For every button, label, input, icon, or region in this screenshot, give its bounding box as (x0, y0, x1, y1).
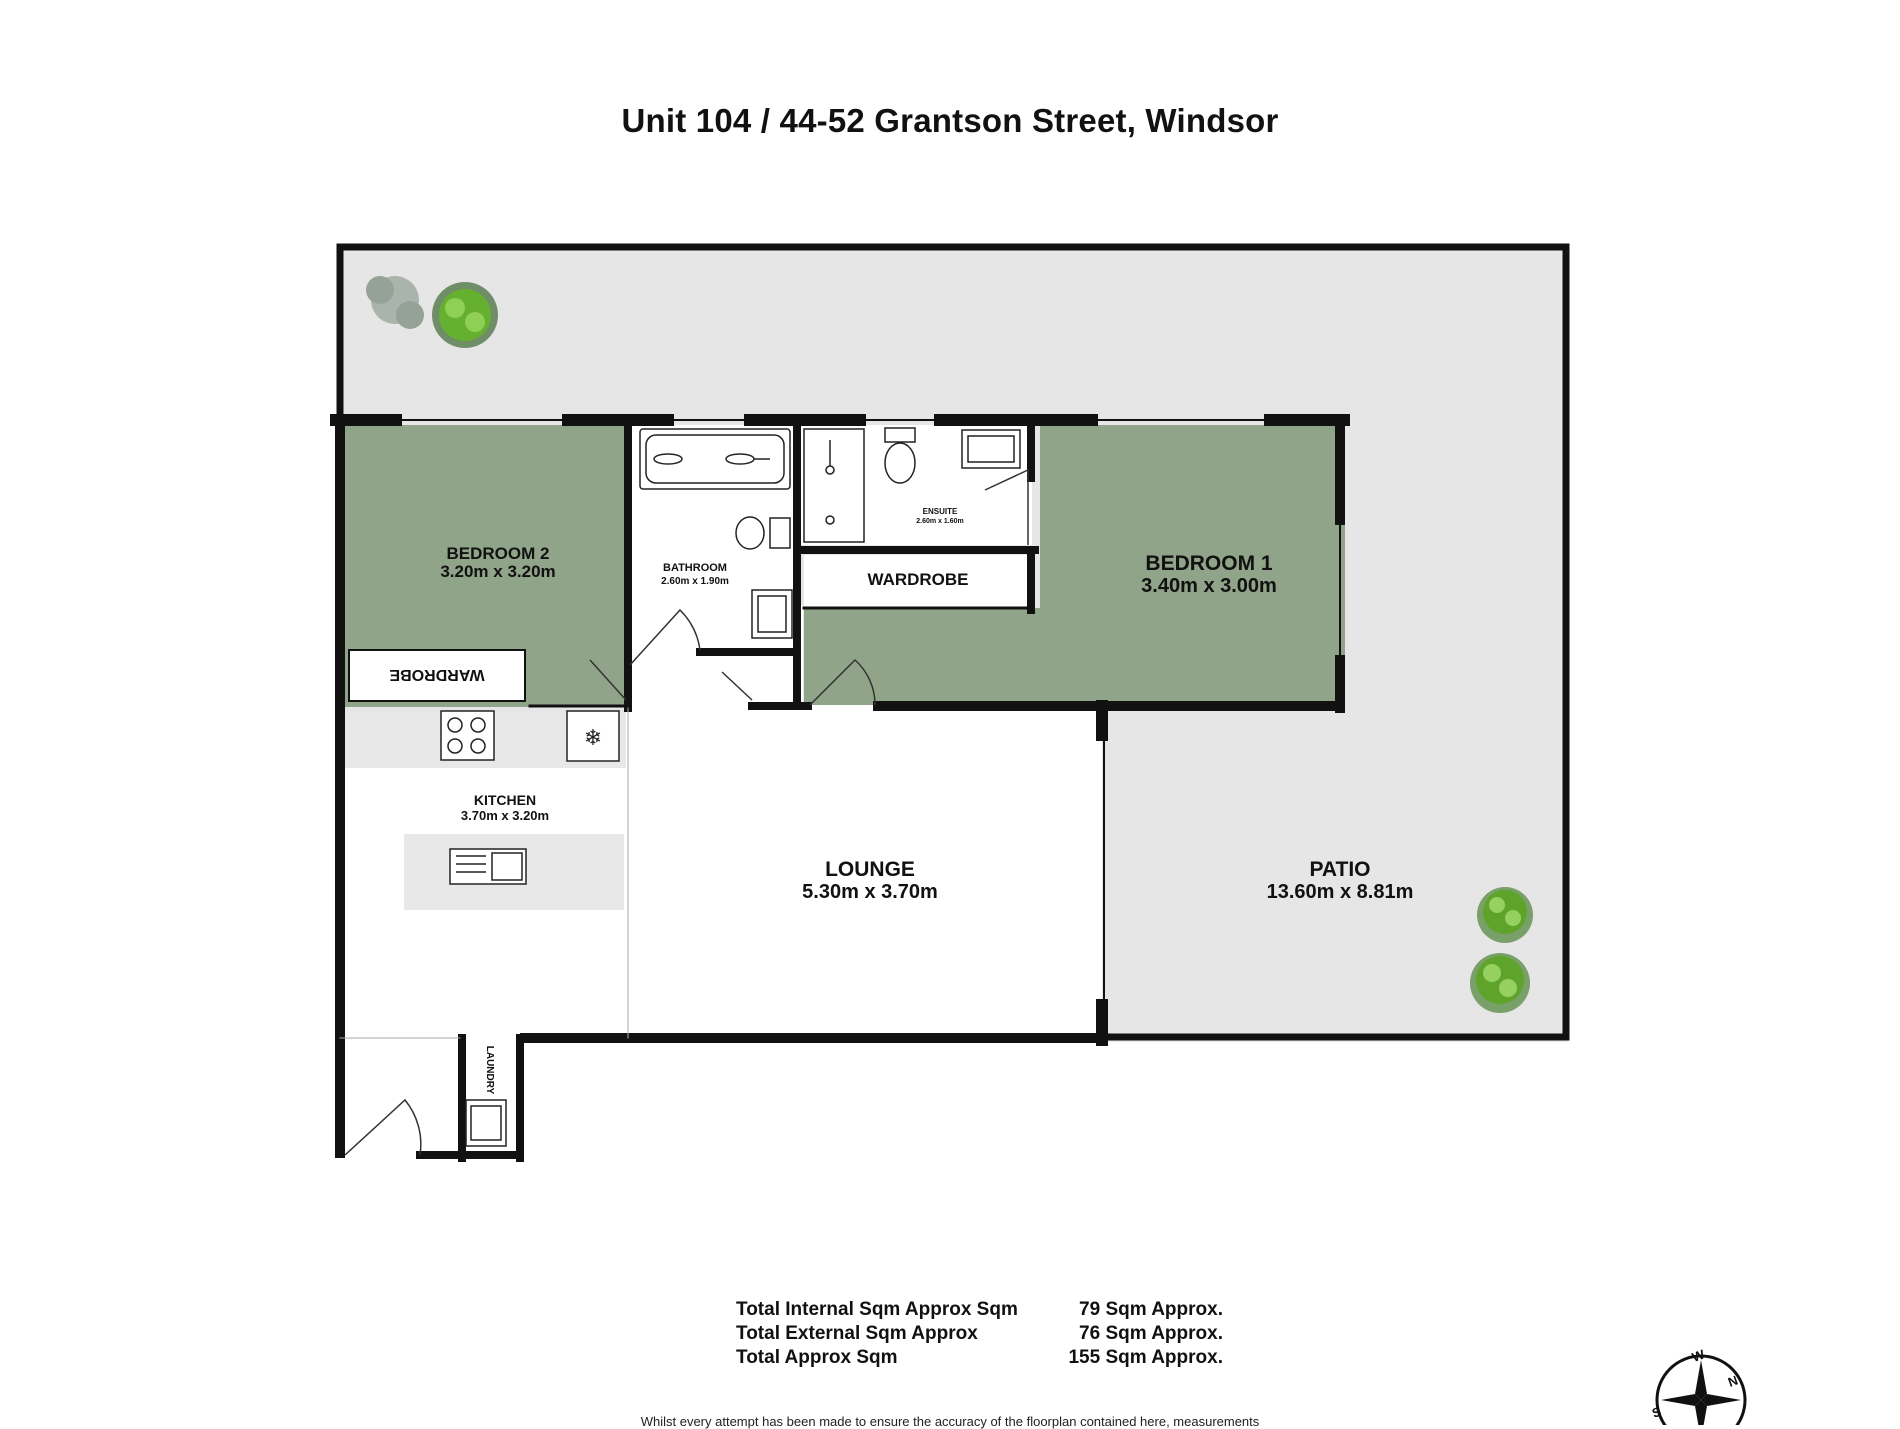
plant-green-top-left (432, 282, 498, 348)
plan-title: Unit 104 / 44-52 Grantson Street, Windso… (621, 102, 1279, 139)
total-row: Total Approx Sqm 155 Sqm Approx. (736, 1346, 1223, 1370)
compass-w-label: W (1690, 1346, 1707, 1365)
bathroom-size: 2.60m x 1.90m (661, 576, 729, 587)
wardrobe-1-floor (804, 555, 1032, 607)
bedroom-1-label: BEDROOM 1 (1145, 552, 1273, 575)
wardrobe-1-label: WARDROBE (867, 570, 968, 589)
entry-floor (340, 1038, 470, 1158)
ensuite-label: ENSUITE (923, 507, 958, 516)
bedroom-1-size: 3.40m x 3.00m (1141, 575, 1277, 597)
area-totals: Total Internal Sqm Approx Sqm 79 Sqm App… (736, 1298, 1223, 1370)
total-value: 155 Sqm Approx. (1068, 1347, 1223, 1368)
laundry-label: LAUNDRY (484, 1046, 495, 1095)
kitchen-fixtures: ❄ (440, 710, 620, 885)
lounge-floor (628, 705, 1102, 1039)
bathroom-toilet (735, 516, 765, 550)
wardrobe-2-box (348, 649, 526, 702)
fridge (566, 710, 620, 762)
cooktop (440, 710, 495, 761)
ensuite-shower (803, 428, 865, 543)
room-labels: BEDROOM 2 3.20m x 3.20m BATHROOM 2.60m x… (389, 507, 1413, 1095)
plant-grey-top-left (366, 276, 424, 329)
bathroom-label: BATHROOM (663, 562, 727, 574)
lounge-label: LOUNGE (825, 858, 915, 881)
laundry-tub (465, 1099, 507, 1147)
total-label: Total External Sqm Approx (736, 1323, 978, 1344)
total-value: 76 Sqm Approx. (1079, 1323, 1223, 1344)
ensuite-toilet (884, 442, 916, 484)
total-row: Total External Sqm Approx 76 Sqm Approx. (736, 1322, 1223, 1346)
ensuite-fixtures (803, 427, 1021, 543)
kitchen-label: KITCHEN (474, 792, 536, 808)
kitchen-size: 3.70m x 3.20m (461, 808, 549, 823)
compass-icon: W N S (1650, 1346, 1747, 1425)
plant-green-patio-2 (1470, 953, 1530, 1013)
plant-green-patio-1 (1477, 887, 1533, 943)
ensuite-size: 2.60m x 1.60m (916, 518, 963, 525)
lounge-size: 5.30m x 3.70m (802, 881, 938, 903)
disclaimer-text: Whilst every attempt has been made to en… (640, 1414, 1260, 1429)
door-swings (344, 468, 1029, 1156)
patio-label: PATIO (1309, 858, 1370, 881)
total-label: Total Approx Sqm (736, 1347, 898, 1368)
bedroom-2-size: 3.20m x 3.20m (440, 562, 555, 581)
wardrobe-2-label: WARDROBE (389, 666, 484, 683)
bedroom-2-label: BEDROOM 2 (447, 544, 550, 563)
svg-text:❄: ❄ (584, 725, 602, 750)
total-label: Total Internal Sqm Approx Sqm (736, 1299, 1018, 1320)
total-row: Total Internal Sqm Approx Sqm 79 Sqm App… (736, 1298, 1223, 1322)
bathroom-fixtures (639, 428, 793, 639)
outer-walls (335, 243, 1570, 1158)
patio-size: 13.60m x 8.81m (1267, 881, 1414, 903)
interior-walls (330, 414, 1350, 1162)
bedroom-1-corridor-floor (804, 608, 1049, 706)
bedroom-1-floor (1040, 425, 1345, 707)
total-value: 79 Sqm Approx. (1079, 1299, 1223, 1320)
